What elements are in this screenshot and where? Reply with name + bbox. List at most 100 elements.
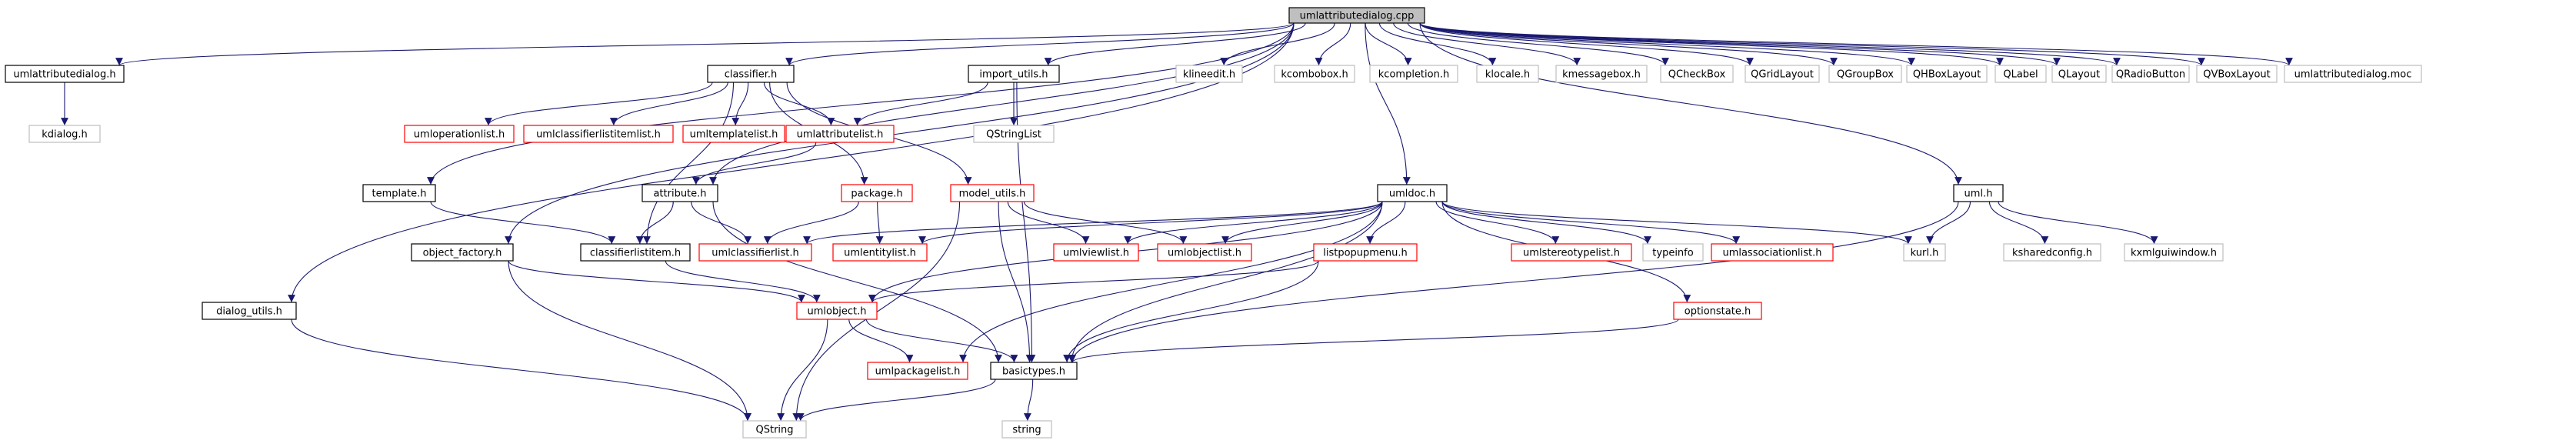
node-label: template.h	[372, 188, 426, 200]
node-box	[28, 125, 101, 143]
edge-object_factory_h-to-umlobject_h	[508, 260, 805, 303]
node-kmessagebox-h: kmessagebox.h	[1555, 65, 1648, 83]
node-label: QString	[755, 425, 793, 436]
node-basictypes-h[interactable]: basictypes.h	[990, 362, 1078, 380]
edge-umldoc_h-to-umlentitylist_h	[918, 201, 1383, 245]
node-box	[950, 184, 1035, 202]
node-box	[832, 243, 928, 262]
node-label: QHBoxLayout	[1913, 69, 1981, 81]
node-root[interactable]: umlattributedialog.cpp	[1288, 7, 1425, 24]
node-box	[1053, 243, 1139, 262]
node-optionstate-h[interactable]: optionstate.h	[1673, 302, 1762, 320]
node-box	[1903, 243, 1946, 262]
edge-object_factory_h-to-qstring	[508, 260, 751, 422]
node-template-h[interactable]: template.h	[362, 184, 436, 202]
edge-classifier_h-to-umloperationlist_h	[485, 82, 713, 126]
node-umlobject-h[interactable]: umlobject.h	[796, 302, 878, 320]
node-uml-h[interactable]: uml.h	[1953, 184, 2004, 202]
edge-uml_h-to-ksharedconfig_h	[1988, 201, 2049, 245]
node-label: listpopupmenu.h	[1323, 248, 1408, 259]
node-umlassociationlist-h[interactable]: umlassociationlist.h	[1711, 243, 1834, 262]
edge-model_utils_h-to-basictypes_h	[998, 201, 1034, 363]
node-umlclassifierlist-h[interactable]: umlclassifierlist.h	[698, 243, 812, 262]
node-model-utils-h[interactable]: model_utils.h	[950, 184, 1035, 202]
edge-model_utils_h-to-qstring	[792, 201, 961, 422]
node-box	[2196, 65, 2278, 83]
node-umldoc-h[interactable]: umldoc.h	[1377, 184, 1448, 202]
node-label: umlclassifierlistitemlist.h	[536, 129, 661, 141]
node-box	[1642, 243, 1704, 262]
node-classifierlistitem-h[interactable]: classifierlistitem.h	[580, 243, 691, 262]
node-box	[362, 184, 436, 202]
node-umlattributedialog-h[interactable]: umlattributedialog.h	[5, 65, 125, 83]
node-label: typeinfo	[1652, 248, 1693, 259]
edge-root-to-qvboxlayout	[1419, 22, 2205, 66]
node-label: kurl.h	[1911, 248, 1939, 259]
node-umloperationlist-h[interactable]: umloperationlist.h	[404, 125, 515, 143]
node-box	[1175, 65, 1243, 83]
edge-classifier_h-to-umlclassifierlistitemlist_h	[609, 82, 728, 126]
edge-uml_h-to-kurl_h	[1926, 201, 1971, 245]
node-listpopupmenu-h[interactable]: listpopupmenu.h	[1313, 243, 1418, 262]
node-label: klineedit.h	[1183, 69, 1235, 81]
node-box	[990, 362, 1078, 380]
node-umlattributelist-h[interactable]: umlattributelist.h	[785, 125, 895, 143]
node-umltemplatelist-h[interactable]: umltemplatelist.h	[682, 125, 785, 143]
node-label: umloperationlist.h	[414, 129, 505, 141]
node-box	[742, 420, 807, 439]
edge-uml_h-to-kxmlguiwindow_h	[1998, 201, 2158, 245]
node-label: kcompletion.h	[1378, 69, 1449, 81]
node-umlentitylist-h[interactable]: umlentitylist.h	[832, 243, 928, 262]
edge-root-to-kmessagebox_h	[1393, 22, 1581, 66]
edge-model_utils_h-to-umlviewlist_h	[1007, 201, 1090, 245]
node-kurl-h: kurl.h	[1903, 243, 1946, 262]
node-label: umlattributedialog.h	[13, 69, 115, 81]
edge-root-to-klocale_h	[1378, 22, 1497, 66]
node-umlstereotypelist-h[interactable]: umlstereotypelist.h	[1511, 243, 1632, 262]
node-label: QCheckBox	[1668, 69, 1726, 81]
node-umlclassifierlistitemlist-h[interactable]: umlclassifierlistitemlist.h	[523, 125, 674, 143]
edge-classifier_h-to-umltemplatelist_h	[731, 82, 749, 126]
node-attribute-h[interactable]: attribute.h	[642, 184, 718, 202]
edge-root-to-kcompletion_h	[1365, 22, 1412, 66]
node-label: umlobjectlist.h	[1168, 248, 1241, 259]
node-classifier-h[interactable]: classifier.h	[707, 65, 795, 83]
node-qstring: QString	[742, 420, 807, 439]
node-qgroupbox: QGroupBox	[1828, 65, 1902, 83]
node-box	[1660, 65, 1734, 83]
node-box	[682, 125, 785, 143]
edge-root-to-template_h	[427, 22, 1295, 185]
node-box	[973, 125, 1055, 143]
node-qgridlayout: QGridLayout	[1745, 65, 1820, 83]
node-kcompletion-h: kcompletion.h	[1369, 65, 1458, 83]
node-umlpackagelist-h[interactable]: umlpackagelist.h	[867, 362, 968, 380]
edge-umlobject_h-to-qstring	[777, 319, 828, 422]
node-box	[796, 302, 878, 320]
node-box	[1673, 302, 1762, 320]
node-umlviewlist-h[interactable]: umlviewlist.h	[1053, 243, 1139, 262]
node-umlobjectlist-h[interactable]: umlobjectlist.h	[1157, 243, 1252, 262]
node-label: umldoc.h	[1389, 188, 1435, 200]
node-label: kdialog.h	[42, 129, 88, 141]
node-package-h[interactable]: package.h	[841, 184, 913, 202]
node-box	[5, 65, 125, 83]
node-box	[2284, 65, 2422, 83]
node-object-factory-h[interactable]: object_factory.h	[411, 243, 514, 262]
node-label: optionstate.h	[1685, 306, 1751, 318]
edge-classifierlistitem_h-to-umlobject_h	[665, 260, 821, 303]
edge-attribute_h-to-classifierlistitem_h	[635, 201, 674, 245]
edge-uml_h-to-basictypes_h	[1068, 201, 1959, 363]
node-box	[841, 184, 913, 202]
edge-layer	[61, 22, 2293, 422]
node-box	[968, 65, 1060, 83]
edge-root-to-klineedit_h	[1220, 22, 1335, 66]
node-label: uml.h	[1964, 188, 1993, 200]
node-qlayout: QLayout	[2051, 65, 2107, 83]
node-qcheckbox: QCheckBox	[1660, 65, 1734, 83]
node-label: attribute.h	[653, 188, 706, 200]
node-label: import_utils.h	[979, 69, 1048, 81]
node-import-utils-h[interactable]: import_utils.h	[968, 65, 1060, 83]
node-dialog-utils-h[interactable]: dialog_utils.h	[202, 302, 297, 320]
node-label: QGridLayout	[1751, 69, 1814, 81]
edge-umldoc_h-to-umlassociationlist_h	[1441, 201, 1741, 245]
